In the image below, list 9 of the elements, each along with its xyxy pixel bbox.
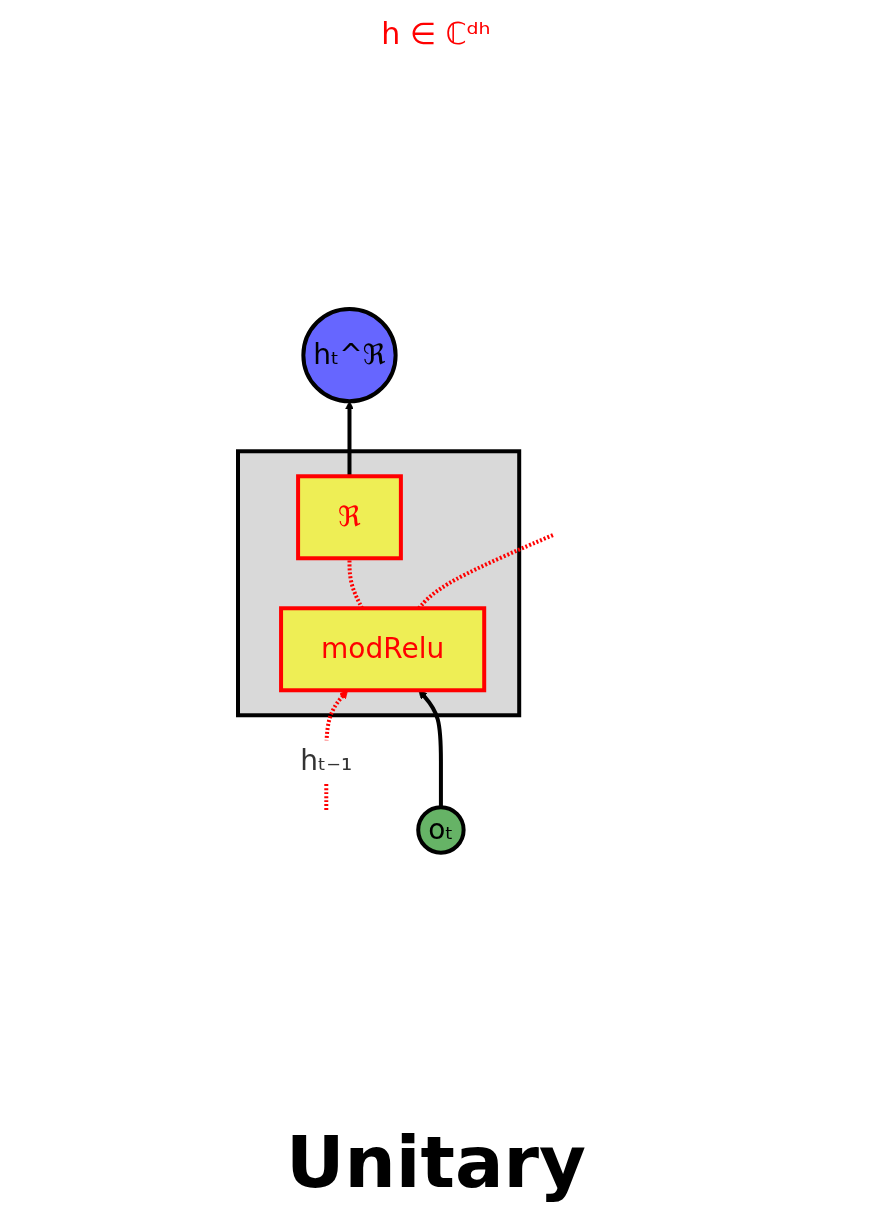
node-box: modRelu <box>278 605 487 692</box>
edge-label: hₜ₋₁ <box>300 743 353 777</box>
diagram-title: Unitary <box>286 1120 586 1204</box>
arrow <box>344 400 354 476</box>
node-circle: oₜ <box>416 804 466 855</box>
node-circle: hₜ^ℜ <box>301 306 398 403</box>
node-box: ℜ <box>296 473 403 560</box>
math-label: h ∈ ℂᵈʰ <box>381 16 491 51</box>
arrow <box>418 689 443 807</box>
